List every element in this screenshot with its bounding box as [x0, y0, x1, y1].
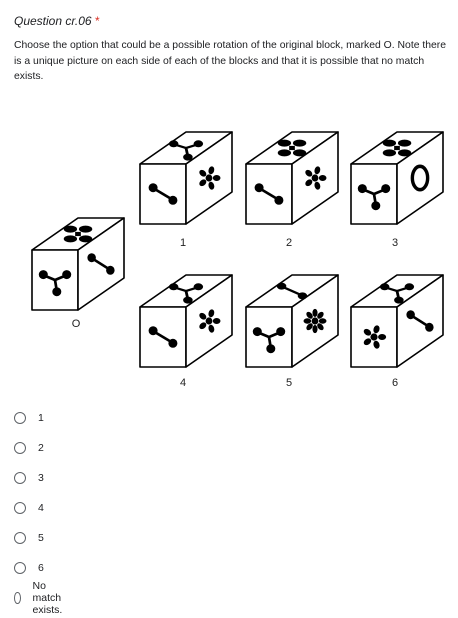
cube-label: 5: [286, 377, 292, 389]
cube-top-symbol: [382, 139, 412, 157]
flower-icon: [305, 166, 327, 190]
cube-top-symbol: [379, 283, 415, 304]
cube-front-symbol: [363, 325, 387, 349]
radio-button[interactable]: [14, 472, 26, 484]
cube-6: [350, 274, 444, 368]
flower-icon: [199, 309, 221, 333]
tripod-icon: [252, 327, 286, 354]
cube-side-symbol: [87, 253, 115, 275]
cube-front-symbol: [148, 183, 178, 205]
cube-label: 6: [392, 377, 398, 389]
stick-icon: [254, 183, 284, 205]
tripod-icon: [38, 270, 72, 297]
clover-icon: [63, 225, 93, 243]
option-label: 2: [38, 442, 44, 454]
cube-top-symbol: [168, 140, 204, 161]
stick-icon: [406, 310, 434, 332]
radio-button[interactable]: [14, 562, 26, 574]
option-label: 3: [38, 472, 44, 484]
cube-label: 3: [392, 237, 398, 249]
ring-icon: [410, 164, 430, 192]
option-label: No match exists.: [32, 580, 63, 616]
option-5[interactable]: 5: [14, 530, 44, 546]
cube-side-symbol: [410, 164, 430, 192]
cube-label: 2: [286, 237, 292, 249]
tripod-icon: [168, 283, 204, 304]
stick-icon: [148, 326, 178, 348]
cube-2: [245, 131, 339, 225]
cube-front-symbol: [357, 184, 391, 211]
cube-front-symbol: [148, 326, 178, 348]
tripod-icon: [168, 140, 204, 161]
cube-side-symbol: [406, 310, 434, 332]
radio-button[interactable]: [14, 592, 21, 604]
clover-icon: [382, 139, 412, 157]
radio-button[interactable]: [14, 532, 26, 544]
cube-side-symbol: [199, 166, 221, 190]
cube-label: 1: [180, 237, 186, 249]
flower-icon: [199, 166, 221, 190]
radio-button[interactable]: [14, 412, 26, 424]
cube-figure: O 1 2 3 4 5 6: [31, 131, 444, 389]
blossom-icon: [303, 308, 327, 334]
cube-top-symbol: [63, 225, 93, 243]
cube-label: O: [72, 318, 81, 330]
option-6[interactable]: 6: [14, 560, 44, 576]
tripod-icon: [357, 184, 391, 211]
option-3[interactable]: 3: [14, 470, 44, 486]
stick-icon: [148, 183, 178, 205]
cube-4: [139, 274, 233, 368]
cube-side-face: [396, 131, 444, 225]
cube-label: 4: [180, 377, 186, 389]
cube-1: [139, 131, 233, 225]
radio-button[interactable]: [14, 442, 26, 454]
required-mark: *: [94, 14, 100, 28]
question-title: Question cr.06 *: [14, 14, 100, 28]
cube-side-symbol: [303, 308, 327, 334]
tripod-icon: [379, 283, 415, 304]
option-label: 1: [38, 412, 44, 424]
cube-top-symbol: [277, 139, 307, 157]
cube-5: [245, 274, 339, 368]
option-label: 5: [38, 532, 44, 544]
option-label: 6: [38, 562, 44, 574]
clover-icon: [277, 139, 307, 157]
option-4[interactable]: 4: [14, 500, 44, 516]
question-description: Choose the option that could be a possib…: [14, 40, 447, 82]
option-1[interactable]: 1: [14, 410, 44, 426]
cube-top-symbol: [276, 282, 308, 300]
cube-side-symbol: [305, 166, 327, 190]
cube-O: [31, 217, 125, 311]
option-no-match[interactable]: No match exists.: [14, 580, 68, 616]
option-label: 4: [38, 502, 44, 514]
question-title-text: Question cr.06: [14, 14, 92, 28]
flower-icon: [363, 325, 387, 349]
cube-front-symbol: [252, 327, 286, 354]
option-2[interactable]: 2: [14, 440, 44, 456]
cube-side-symbol: [199, 309, 221, 333]
cube-front-symbol: [254, 183, 284, 205]
stick-icon: [276, 282, 308, 300]
cube-top-symbol: [168, 283, 204, 304]
stick-icon: [87, 253, 115, 275]
radio-button[interactable]: [14, 502, 26, 514]
cube-front-symbol: [38, 270, 72, 297]
cube-3: [350, 131, 444, 225]
